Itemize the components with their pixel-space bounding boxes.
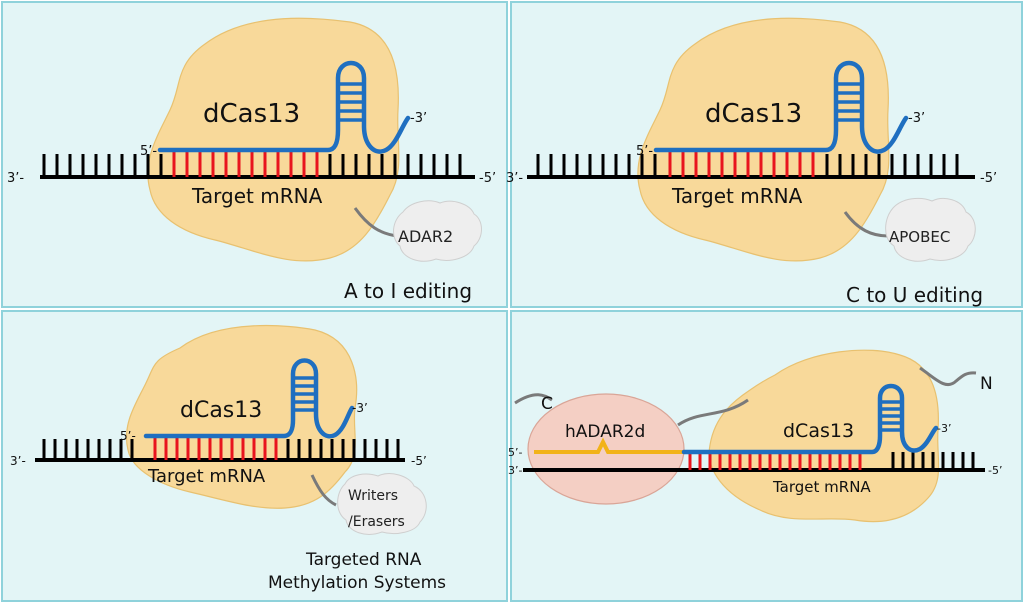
rna-5prime-label: -5’ xyxy=(988,464,1002,477)
guide-target-base-pairs xyxy=(688,452,862,470)
target-rna-bases xyxy=(891,452,975,470)
effector-label-line1: Writers xyxy=(348,488,398,504)
hadar2d-label: hADAR2d xyxy=(565,422,645,442)
dcas13-protein-shape xyxy=(637,17,890,262)
guide-3prime-label: -3’ xyxy=(410,111,427,126)
hadar2d-bound-strand xyxy=(534,437,684,454)
target-mrna-label: Target mRNA xyxy=(147,466,266,487)
guide-5prime-label: 5’- xyxy=(636,144,653,159)
guide-stem-loop-rungs xyxy=(880,400,902,432)
rna-5prime-label: -5’ xyxy=(980,171,997,186)
panel-d-hadar2d-fusion: C N hADAR2d dCas13 5’- -3’ 3’- -5’ Targe… xyxy=(508,349,1002,523)
guide-rna-strand xyxy=(653,60,909,154)
writers-erasers-effector-shape xyxy=(337,473,427,535)
guide-stem-loop-rungs xyxy=(293,376,316,412)
guide-rna-strand xyxy=(143,358,355,439)
guide-target-base-pairs xyxy=(172,150,319,177)
guide-stem-loop-rungs xyxy=(836,82,862,122)
target-rna-bases xyxy=(536,154,959,177)
fusion-linker xyxy=(677,398,749,427)
c-terminus-linker xyxy=(514,393,553,405)
guide-3prime-label: -3’ xyxy=(352,401,368,415)
effector-linker xyxy=(843,211,889,238)
target-rna-bases xyxy=(42,154,462,177)
panel-caption: A to I editing xyxy=(344,279,472,303)
panel-caption: C to U editing xyxy=(846,283,983,307)
target-rna-bases xyxy=(42,439,400,460)
guide-5prime-label: 5’- xyxy=(140,144,157,159)
terminus-c-label: C xyxy=(541,394,553,414)
guide-3prime-label: -3’ xyxy=(937,422,951,435)
guide-stem-loop-rungs xyxy=(338,82,364,122)
protein-label: dCas13 xyxy=(705,99,802,129)
panel-a-adar2: ADAR2 dCas13 xyxy=(7,17,496,303)
guide-target-base-pairs xyxy=(153,436,278,460)
effector-label: ADAR2 xyxy=(398,227,453,246)
effector-label-line2: /Erasers xyxy=(348,514,405,530)
panel-c-methylation: Writers /Erasers xyxy=(10,324,446,593)
guide-5prime-label: 5’- xyxy=(120,429,136,443)
terminus-n-label: N xyxy=(980,374,993,394)
panel-b-apobec: APOBEC dCas13 xyxy=(506,17,997,307)
dcas13-protein-shape xyxy=(125,324,358,509)
rna-3prime-label: 3’- xyxy=(506,171,523,186)
guide-rna-strand xyxy=(157,60,411,154)
target-mrna-label: Target mRNA xyxy=(671,184,803,208)
rna-3prime-label: 3’- xyxy=(10,454,26,468)
adar2-effector-shape xyxy=(393,200,482,262)
effector-linker xyxy=(310,474,337,507)
apobec-effector-shape xyxy=(885,197,976,262)
guide-5prime-label: 5’- xyxy=(508,446,522,459)
rna-3prime-label: 3’- xyxy=(508,464,522,477)
protein-label: dCas13 xyxy=(783,420,854,442)
guide-target-base-pairs xyxy=(668,150,815,177)
n-terminus-linker xyxy=(919,366,977,387)
effector-label: APOBEC xyxy=(889,228,950,246)
rna-5prime-label: -5’ xyxy=(411,454,427,468)
rna-5prime-label: -5’ xyxy=(479,171,496,186)
guide-rna-strand xyxy=(681,383,939,455)
guide-3prime-label: -3’ xyxy=(908,111,925,126)
panel-caption-line1: Targeted RNA xyxy=(305,550,422,570)
protein-label: dCas13 xyxy=(180,398,262,423)
target-mrna-label: Target mRNA xyxy=(772,478,871,496)
panel-caption-line2: Methylation Systems xyxy=(268,573,446,593)
protein-label: dCas13 xyxy=(203,99,300,129)
rna-3prime-label: 3’- xyxy=(7,171,24,186)
target-mrna-label: Target mRNA xyxy=(191,184,323,208)
